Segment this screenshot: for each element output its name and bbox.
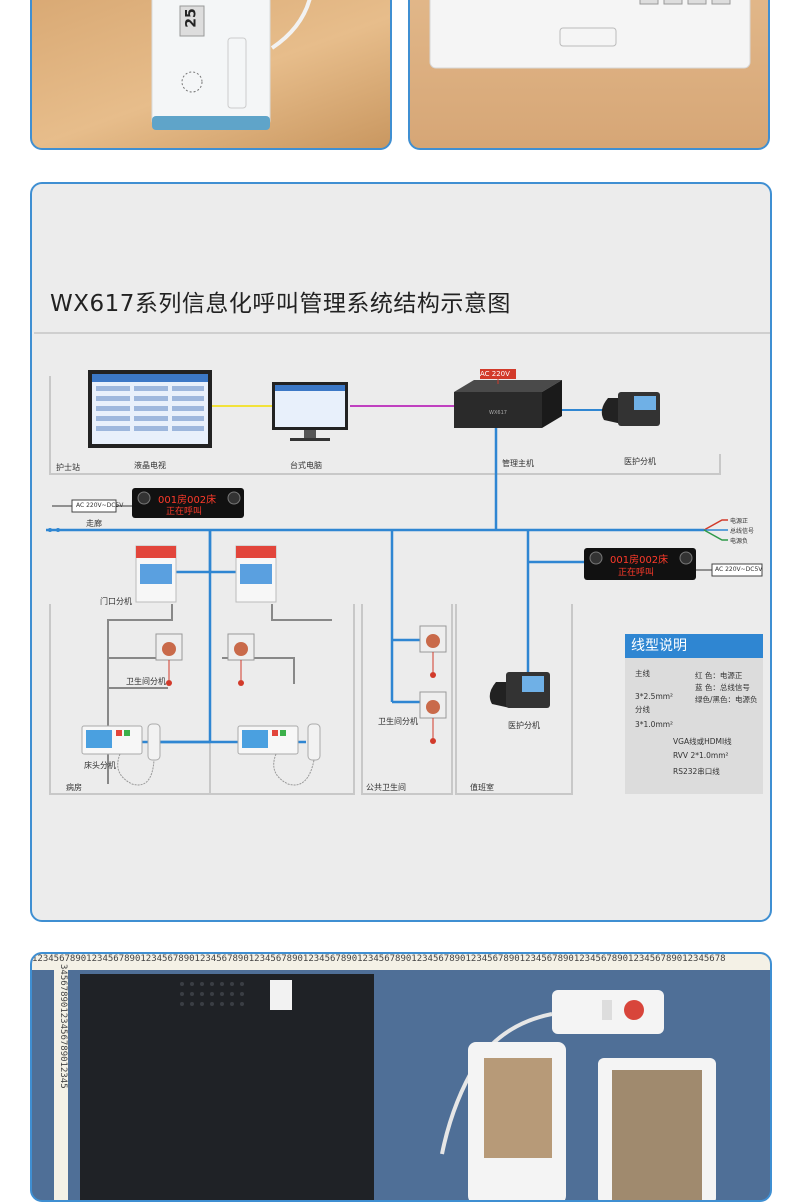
label-door-ext: 门口分机 [100, 597, 132, 606]
led-right-line1: 001房002床 [610, 555, 669, 566]
bus-terminal-lines [703, 519, 728, 541]
led-left-line1: 001房002床 [158, 495, 217, 506]
led-right-line2: 正在呼叫 [618, 568, 655, 578]
label-medical-ext-duty: 医护分机 [508, 721, 540, 730]
photo-host-device [408, 0, 770, 150]
line-type-legend: 线型说明 主线 3*2.5mm² 红 色：电源正 蓝 色：总线信号 绿色/黑色：… [625, 634, 763, 794]
legend-branch-spec: 3*1.0mm² [635, 720, 674, 729]
legend-main-line: 主线 [635, 669, 650, 678]
legend-rvv: RVV 2*1.0mm² [673, 751, 729, 760]
label-public-toilet: 公共卫生间 [366, 783, 406, 792]
photo-product-set: 1234567890123456789012345678901234567890… [30, 952, 772, 1202]
power-tag-right: AC 220V~DC5V [715, 566, 763, 573]
toilet-unit-ward-2 [227, 633, 255, 686]
label-lcd-tv: 液晶电视 [134, 461, 166, 470]
toilet-unit-public-1 [419, 625, 447, 678]
label-main-host: 管理主机 [502, 459, 534, 468]
label-corridor: 走廊 [86, 519, 102, 528]
legend-title: 线型说明 [625, 634, 763, 658]
label-bed-ext: 床头分机 [84, 761, 116, 770]
door-unit-1 [135, 545, 177, 603]
legend-main-red: 红 色：电源正 [695, 671, 743, 680]
desk-phone-duty-icon [489, 672, 550, 708]
legend-main-blue: 蓝 色：总线信号 [695, 683, 750, 692]
photo-bedside-device: 25 [30, 0, 392, 150]
host-device-image [429, 0, 751, 69]
ruler-top: 1234567890123456789012345678901234567890… [32, 954, 770, 970]
adapter-left [52, 499, 132, 513]
label-medical-ext-top: 医护分机 [624, 457, 656, 466]
led-display-right [584, 548, 696, 580]
label-toilet-ext-ward: 卫生间分机 [126, 677, 166, 686]
label-desktop-pc: 台式电脑 [290, 461, 322, 470]
bedside-unit-1 [81, 723, 161, 786]
power-tag-top: AC 220V [480, 370, 510, 378]
ruler-side: 34567890123456789012345 [54, 964, 68, 1200]
label-nurse-station: 护士站 [56, 463, 80, 472]
legend-vga: VGA线或HDMI线 [673, 737, 732, 746]
svg-text:WX617: WX617 [489, 410, 507, 416]
legend-rs232: RS232串口线 [673, 767, 720, 776]
led-display-left [132, 488, 244, 518]
adapter-right [696, 563, 763, 577]
product-set-image [80, 974, 716, 1200]
bedside-unit-2 [237, 723, 321, 786]
label-toilet-ext-public: 卫生间分机 [378, 717, 418, 726]
power-tag-left: AC 220V~DC5V [76, 502, 124, 509]
main-host-icon: WX617 [454, 380, 562, 428]
diagram-title: WX617系列信息化呼叫管理系统结构示意图 [50, 291, 511, 317]
branch-lines [107, 604, 332, 784]
legend-branch-line: 分线 [635, 705, 650, 714]
toilet-unit-public-2 [419, 691, 447, 744]
label-bus-signal: 总线信号 [730, 528, 755, 535]
label-pwr-pos: 电源正 [730, 518, 749, 525]
label-ward: 病房 [66, 783, 82, 792]
door-unit-2 [235, 545, 277, 603]
toilet-unit-ward-1 [155, 633, 183, 686]
led-left-line2: 正在呼叫 [166, 507, 203, 517]
lcd-tv-icon [88, 370, 212, 448]
legend-main-spec: 3*2.5mm² [635, 692, 674, 701]
label-pwr-neg: 电源负 [730, 538, 749, 545]
title-divider [34, 332, 770, 334]
desk-phone-top-icon [601, 392, 660, 426]
desktop-pc-icon [272, 382, 348, 441]
bedside-device-image [151, 0, 312, 130]
system-diagram-panel: WX617系列信息化呼叫管理系统结构示意图 [30, 182, 772, 922]
device-badge: 25 [183, 8, 200, 28]
legend-main-green: 绿色/黑色：电源负 [695, 695, 758, 704]
label-duty-room: 值班室 [470, 783, 494, 792]
power-tag-top-bg [480, 369, 516, 379]
